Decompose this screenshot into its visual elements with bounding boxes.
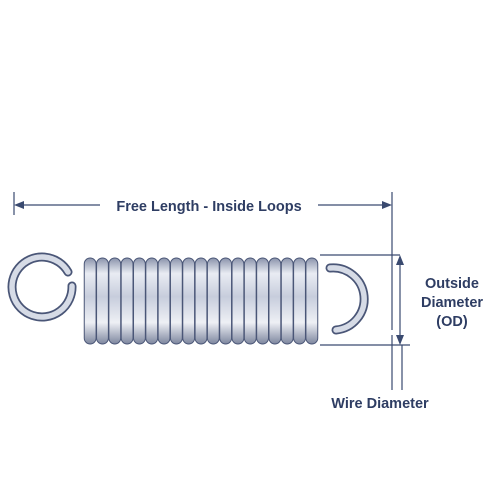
coil-turn: [108, 257, 122, 345]
coil-turn: [194, 257, 208, 345]
coil-turn: [243, 257, 257, 345]
coil-turn: [280, 257, 294, 345]
right-hook-loop: [325, 263, 369, 335]
od-label-line2: Diameter: [421, 295, 483, 311]
free-length-arrow-left: [14, 201, 24, 209]
coil-turn: [133, 257, 146, 345]
coil-turn: [120, 257, 134, 345]
spring-coil-body: [83, 257, 319, 345]
outside-diameter-dimension: Outside Diameter (OD): [320, 254, 483, 346]
coil-turn: [305, 257, 319, 345]
coil-turn: [157, 257, 171, 345]
od-arrow-top: [396, 255, 404, 265]
coil-turn: [268, 257, 282, 345]
free-length-arrow-right: [382, 201, 392, 209]
coil-turn: [206, 257, 220, 345]
coil-turn: [293, 257, 306, 345]
coil-turn: [231, 257, 245, 345]
wire-diameter-label: Wire Diameter: [331, 396, 429, 412]
free-length-dimension: Free Length - Inside Loops: [13, 192, 393, 330]
left-hook-loop: [7, 252, 77, 322]
od-label-line3: (OD): [436, 314, 468, 330]
coil-turn: [182, 257, 196, 345]
coil-turn: [96, 257, 109, 345]
od-label-line1: Outside: [425, 276, 479, 292]
free-length-label: Free Length - Inside Loops: [116, 199, 301, 215]
wire-diameter-dimension: Wire Diameter: [331, 335, 429, 412]
coil-turn: [256, 257, 269, 345]
od-arrow-bottom: [396, 335, 404, 345]
coil-turn: [145, 257, 159, 345]
coil-turn: [169, 257, 183, 345]
coil-turn: [219, 257, 233, 345]
coil-turn: [83, 257, 97, 345]
